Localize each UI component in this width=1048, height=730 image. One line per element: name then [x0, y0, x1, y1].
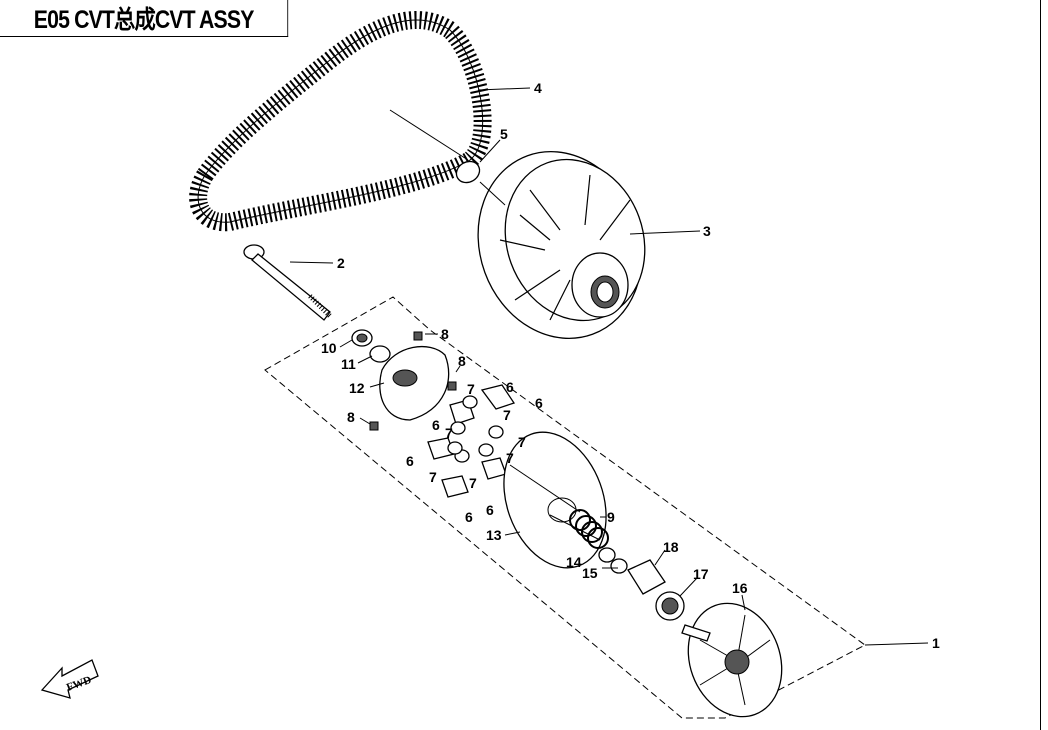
callout-2: 2	[337, 255, 345, 271]
callout-6: 6	[486, 502, 494, 518]
driven-pulley	[477, 150, 646, 340]
callout-8: 8	[458, 353, 466, 369]
callout-9: 9	[607, 509, 615, 525]
callout-7: 7	[469, 475, 477, 491]
callout-6: 6	[465, 509, 473, 525]
diagram-title: E05 CVT总成CVT ASSY	[0, 0, 289, 37]
callout-18: 18	[663, 539, 679, 555]
bolt	[243, 244, 332, 321]
drive-pulley-parts	[351, 329, 783, 718]
callout-1: 1	[932, 635, 940, 651]
callout-16: 16	[732, 580, 748, 596]
callout-5: 5	[500, 126, 508, 142]
callout-7: 7	[503, 407, 511, 423]
callout-13: 13	[486, 527, 502, 543]
callout-17: 17	[693, 566, 709, 582]
callout-4: 4	[534, 80, 542, 96]
callout-3: 3	[703, 223, 711, 239]
leader-lines	[289, 87, 929, 646]
callout-15: 15	[582, 565, 598, 581]
callout-7: 7	[518, 434, 526, 450]
drive-belt	[189, 11, 492, 232]
o-ring	[455, 160, 481, 184]
callout-8: 8	[347, 409, 355, 425]
callout-7: 7	[429, 469, 437, 485]
callout-12: 12	[349, 380, 365, 396]
callout-10: 10	[321, 340, 337, 356]
frame-border	[1040, 0, 1041, 730]
callout-6: 6	[535, 395, 543, 411]
callout-7: 7	[445, 425, 453, 441]
callout-6: 6	[406, 453, 414, 469]
callout-6: 6	[506, 379, 514, 395]
callout-11: 11	[341, 356, 356, 372]
callout-labels: 1 2 3 4 5 6 6 6 6 6 6 7 7 7 7 7 7 7 8 8 …	[321, 80, 940, 651]
callout-7: 7	[506, 450, 514, 466]
callout-8: 8	[441, 326, 449, 342]
fwd-arrow-icon: FWD	[40, 659, 99, 699]
callout-6: 6	[432, 417, 440, 433]
drive-pulley-group-boundary	[264, 296, 866, 719]
callout-7: 7	[467, 381, 475, 397]
callout-14: 14	[566, 554, 582, 570]
